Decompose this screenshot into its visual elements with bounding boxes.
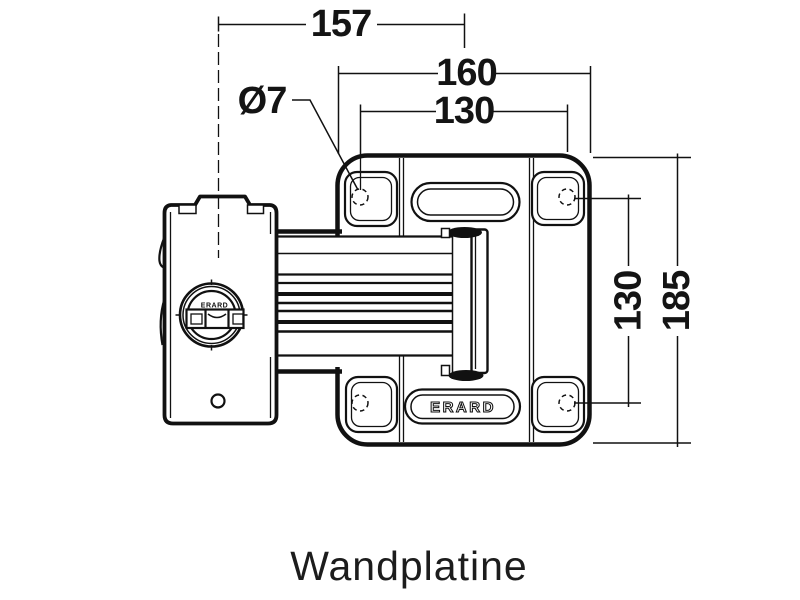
dim-185-label: 185 [656,270,698,331]
erard-logo-text: ERARD [430,399,496,416]
mounting-pad-bottom-left [344,375,399,434]
clamp-stub-top [440,227,451,239]
dimension-160 [337,66,592,154]
dimension-157 [217,13,466,48]
dim-157-label: 157 [311,3,371,45]
mounting-hole-bottom-left [351,394,369,412]
dimension-130-vertical [574,194,641,407]
head-inner-lines [169,212,272,418]
dimension-185 [593,153,691,447]
head-notch-left [178,204,197,215]
caption-text: Wandplatine [290,543,527,589]
mounting-hole-top-right [558,188,576,206]
leader-line [292,99,359,190]
mounting-pad-top-left [343,170,399,228]
clamp-hook-bottom [448,370,484,381]
logo-slot: ERARD [403,388,522,425]
level-bubble [207,313,227,319]
dim-160-label: 160 [436,52,496,94]
mounting-pad-bottom-right [530,375,586,434]
wall-plate: ERARD [259,153,592,447]
dimension-hole-diameter [292,99,359,190]
head-side-bumps [158,236,166,346]
dim-130-horizontal-label: 130 [434,90,494,132]
head-notch-right [246,204,265,215]
level-logo-text: ERARD [201,303,228,310]
arm-profile-lines [274,252,471,333]
clamp-hook-top [447,227,482,238]
level-vial [185,308,245,330]
arm-end-cap [470,228,489,375]
top-slot [410,181,521,223]
support-arm [272,227,489,381]
mounting-hole-top-left [351,188,369,206]
bubble-level: ERARD [175,279,248,351]
dimension-130-horizontal [359,104,569,155]
swivel-head: ERARD [158,34,279,426]
adjustment-screw [210,393,226,409]
mounting-pad-top-right [530,170,586,227]
hole-diameter-label: Ø7 [238,80,287,122]
dim-130-vertical-label: 130 [608,271,650,331]
clamp-stub-bottom [440,364,451,377]
